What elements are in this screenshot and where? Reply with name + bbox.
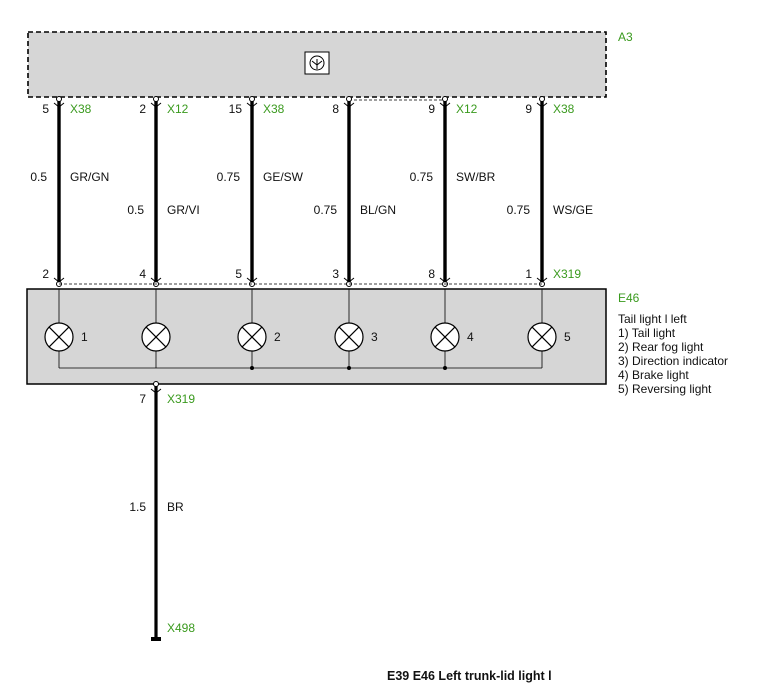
- ground-terminal-icon: [151, 637, 161, 641]
- wire-size: 0.75: [314, 203, 338, 217]
- legend-line-3: 3) Direction indicator: [618, 354, 728, 368]
- bottom-pin-number: 1: [525, 267, 532, 281]
- bottom-pin-number: 8: [428, 267, 435, 281]
- top-pin-number: 9: [428, 102, 435, 116]
- top-pin-terminal: [249, 96, 255, 102]
- junction-dot: [443, 366, 447, 370]
- top-pin-terminal: [346, 96, 352, 102]
- bulb-icon: 5: [527, 289, 571, 368]
- wire-4[interactable]: 8 0.75 BL/GN 3: [314, 96, 396, 287]
- ground-wire-size: 1.5: [129, 500, 146, 514]
- ground-wire-color: BR: [167, 500, 184, 514]
- wire-2[interactable]: 2 X12 0.5 GR/VI 4: [127, 96, 200, 287]
- wire-1[interactable]: 5 X38 0.5 GR/GN 2: [30, 96, 109, 287]
- lamp-group: 1 2 3 4 5: [44, 289, 571, 370]
- junction-dot: [347, 366, 351, 370]
- lamp-number: 1: [81, 330, 88, 344]
- top-connector-label: X38: [553, 102, 575, 116]
- top-pin-terminal: [539, 96, 545, 102]
- bottom-pin-arrow: [246, 277, 258, 283]
- bulb-icon: 1: [44, 289, 88, 368]
- top-pin-arrow: [246, 102, 258, 108]
- junction-dot: [250, 366, 254, 370]
- lamp-unit-id: E46: [618, 291, 640, 305]
- bulb-icon: 3: [334, 289, 378, 370]
- wire-color-code: GE/SW: [263, 170, 304, 184]
- ground-wire[interactable]: [150, 381, 162, 642]
- top-pin-number: 2: [139, 102, 146, 116]
- wire-size: 0.75: [217, 170, 241, 184]
- bottom-pin-arrow: [53, 277, 65, 283]
- lamp-number: 5: [564, 330, 571, 344]
- lamp-number: 3: [371, 330, 378, 344]
- top-pin-number: 15: [229, 102, 243, 116]
- ground-pin: 7: [139, 392, 146, 406]
- legend-line-2: 2) Rear fog light: [618, 340, 704, 354]
- top-pin-arrow: [536, 102, 548, 108]
- legend-line-4: 4) Brake light: [618, 368, 689, 382]
- wire-6[interactable]: 9 X38 0.75 WS/GE 1 X319: [507, 96, 593, 287]
- top-pin-terminal: [56, 96, 62, 102]
- wire-size: 0.75: [507, 203, 531, 217]
- legend-line-5: 5) Reversing light: [618, 382, 712, 396]
- top-pin-number: 8: [332, 102, 339, 116]
- bulb-icon: 4: [430, 289, 474, 370]
- bottom-pin-number: 3: [332, 267, 339, 281]
- wire-5[interactable]: 9 X12 0.75 SW/BR 8: [410, 96, 496, 287]
- top-connector-label: X12: [456, 102, 478, 116]
- top-connector-label: X12: [167, 102, 189, 116]
- legend-line-0: Tail light l left: [618, 312, 687, 326]
- bottom-pin-arrow: [439, 277, 451, 283]
- wire-color-code: GR/GN: [70, 170, 109, 184]
- module-a3[interactable]: [27, 31, 607, 98]
- ground-connector: X319: [167, 392, 195, 406]
- top-pin-number: 9: [525, 102, 532, 116]
- wire-color-code: GR/VI: [167, 203, 200, 217]
- top-pin-number: 5: [42, 102, 49, 116]
- wire-size: 0.5: [30, 170, 47, 184]
- top-connector-label: X38: [263, 102, 285, 116]
- top-connector-label: X38: [70, 102, 92, 116]
- bottom-pin-number: 5: [235, 267, 242, 281]
- wire-size: 0.5: [127, 203, 144, 217]
- wire-color-code: WS/GE: [553, 203, 593, 217]
- module-id: A3: [618, 30, 633, 44]
- bottom-pin-number: 4: [139, 267, 146, 281]
- lamp-unit-e46[interactable]: 1 2 3 4 5: [26, 283, 607, 385]
- bottom-pin-arrow: [150, 277, 162, 283]
- wire-3[interactable]: 15 X38 0.75 GE/SW 5: [217, 96, 304, 287]
- top-pin-terminal: [153, 96, 159, 102]
- bottom-pin-arrow: [343, 277, 355, 283]
- top-pin-arrow: [150, 102, 162, 108]
- wire-color-code: SW/BR: [456, 170, 496, 184]
- bottom-connector-label: X319: [553, 267, 581, 281]
- wire-size: 0.75: [410, 170, 434, 184]
- lamp-number: 4: [467, 330, 474, 344]
- bottom-pin-arrow: [536, 277, 548, 283]
- diagram-title: E39 E46 Left trunk-lid light l: [387, 669, 552, 683]
- bulb-icon: [141, 289, 171, 368]
- lamp-number: 2: [274, 330, 281, 344]
- top-pin-arrow: [439, 102, 451, 108]
- top-pin-arrow: [343, 102, 355, 108]
- module-symbol-icon: [304, 51, 330, 75]
- ground-point-connector: X498: [167, 621, 195, 635]
- bottom-pin-number: 2: [42, 267, 49, 281]
- top-pin-terminal: [442, 96, 448, 102]
- bulb-icon: 2: [237, 289, 281, 370]
- lamp-unit-legend: Tail light l left 1) Tail light 2) Rear …: [618, 312, 728, 396]
- legend-line-1: 1) Tail light: [618, 326, 676, 340]
- top-pin-arrow: [53, 102, 65, 108]
- wire-color-code: BL/GN: [360, 203, 396, 217]
